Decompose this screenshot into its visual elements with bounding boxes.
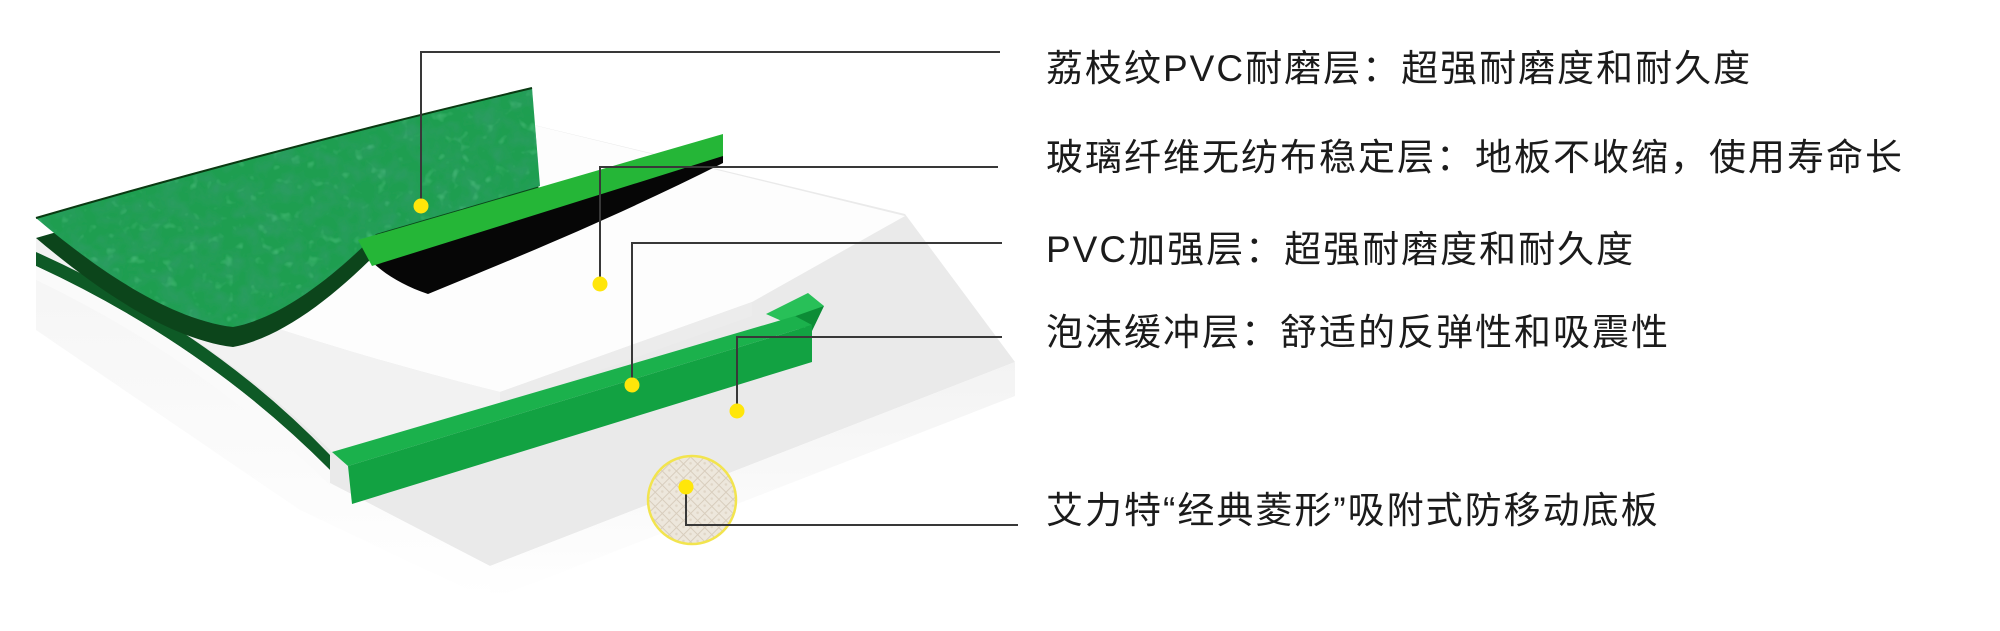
layer-label-bottom-board: 艾力特“经典菱形”吸附式防移动底板	[1046, 490, 1660, 531]
leader-line-4	[736, 336, 1002, 411]
wear-layer-underside	[372, 152, 723, 294]
leader-line-2	[599, 166, 998, 284]
leader-line-3	[631, 242, 1002, 385]
cushion-layer-left-face	[36, 272, 490, 600]
reinforce-layer-side-stripe	[36, 252, 330, 470]
marker-dot-4	[729, 403, 745, 419]
wear-layer-back-edge-line	[35, 87, 533, 219]
base-layer-side-sliver	[36, 266, 330, 485]
marker-dot-2	[592, 276, 608, 292]
marker-dot-1	[413, 198, 429, 214]
cushion-layer-front-face	[490, 362, 1015, 600]
layer-label-reinforce: PVC加强层：超强耐磨度和耐久度	[1046, 229, 1636, 270]
bottom-board-magnifier	[646, 454, 738, 546]
layer-label-cushion: 泡沫缓冲层：舒适的反弹性和吸震性	[1046, 312, 1670, 353]
reinforce-layer-fold-shadow	[790, 306, 824, 331]
marker-dot-3	[624, 377, 640, 393]
layer-label-fiberglass: 玻璃纤维无纺布稳定层：地板不收缩，使用寿命长	[1046, 137, 1904, 178]
fiberglass-layer-right-face	[500, 302, 752, 406]
leader-line-1	[420, 51, 1000, 206]
marker-dot-5	[678, 479, 694, 495]
reinforce-layer-top	[332, 316, 812, 466]
reinforce-layer-front-face	[348, 325, 812, 504]
leader-line-5	[685, 487, 1018, 526]
layer-label-wear: 荔枝纹PVC耐磨层：超强耐磨度和耐久度	[1046, 48, 1753, 89]
